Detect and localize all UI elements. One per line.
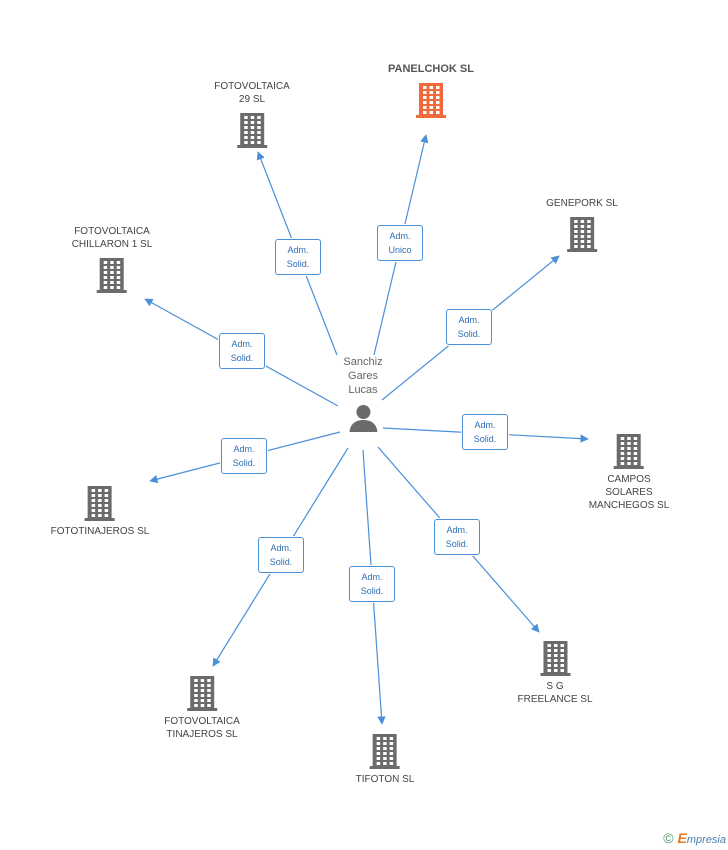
company-name: FOTOVOLTAICA CHILLARON 1 SL bbox=[71, 226, 153, 250]
copyright-symbol: © bbox=[663, 830, 674, 846]
company-node-sg-freelance[interactable]: S G FREELANCE SL bbox=[517, 640, 593, 706]
role-badge-fotovoltaica-29[interactable]: Adm. Solid. bbox=[275, 239, 321, 275]
building-icon bbox=[540, 641, 570, 676]
role-badge-sg-freelance[interactable]: Adm. Solid. bbox=[434, 519, 480, 555]
building-icon bbox=[613, 434, 644, 469]
company-node-campos[interactable]: CAMPOS SOLARES MANCHEGOS SL bbox=[588, 433, 670, 512]
company-node-fotovoltaica-29[interactable]: FOTOVOLTAICA 29 SL bbox=[214, 80, 290, 148]
role-badge-tinajeros[interactable]: Adm. Solid. bbox=[258, 537, 304, 573]
company-node-fototinajeros[interactable]: FOTOTINAJEROS SL bbox=[50, 485, 150, 538]
building-icon bbox=[370, 734, 400, 769]
role-badge-geneporl[interactable]: Adm. Solid. bbox=[446, 309, 492, 345]
company-name: FOTOTINAJEROS SL bbox=[50, 526, 150, 537]
company-name: S G FREELANCE SL bbox=[517, 681, 593, 705]
building-icon bbox=[236, 113, 267, 148]
company-name: FOTOVOLTAICA 29 SL bbox=[214, 81, 290, 105]
company-node-chillaron[interactable]: FOTOVOLTAICA CHILLARON 1 SL bbox=[71, 225, 153, 293]
building-icon bbox=[416, 83, 446, 118]
building-icon bbox=[84, 486, 115, 521]
company-name: PANELCHOK SL bbox=[388, 63, 474, 75]
building-icon bbox=[186, 676, 217, 711]
company-name: TIFOTON SL bbox=[355, 774, 415, 785]
company-node-tifoton[interactable]: TIFOTON SL bbox=[355, 733, 415, 786]
role-badge-chillaron[interactable]: Adm. Solid. bbox=[219, 333, 265, 369]
role-badge-fototinajeros[interactable]: Adm. Solid. bbox=[221, 438, 267, 474]
company-node-tinajeros[interactable]: FOTOVOLTAICA TINAJEROS SL bbox=[164, 675, 240, 741]
company-name: GENEPORK SL bbox=[546, 198, 618, 209]
center-person[interactable]: Sanchiz Gares Lucas bbox=[343, 355, 383, 433]
role-badge-panelchok[interactable]: Adm. Unico bbox=[377, 225, 423, 261]
brand-logo: Empresia bbox=[677, 830, 726, 846]
company-name: CAMPOS SOLARES MANCHEGOS SL bbox=[588, 474, 670, 511]
role-badge-campos[interactable]: Adm. Solid. bbox=[462, 414, 508, 450]
building-icon bbox=[97, 258, 127, 293]
role-badge-tifoton[interactable]: Adm. Solid. bbox=[349, 566, 395, 602]
company-name: FOTOVOLTAICA TINAJEROS SL bbox=[164, 716, 240, 740]
company-node-geneporl[interactable]: GENEPORK SL bbox=[546, 197, 618, 252]
person-name: Sanchiz Gares Lucas bbox=[343, 356, 383, 396]
company-node-panelchok[interactable]: PANELCHOK SL bbox=[388, 63, 474, 118]
footer-brand[interactable]: © Empresia bbox=[663, 830, 726, 846]
building-icon bbox=[566, 217, 597, 252]
person-icon bbox=[348, 405, 377, 432]
